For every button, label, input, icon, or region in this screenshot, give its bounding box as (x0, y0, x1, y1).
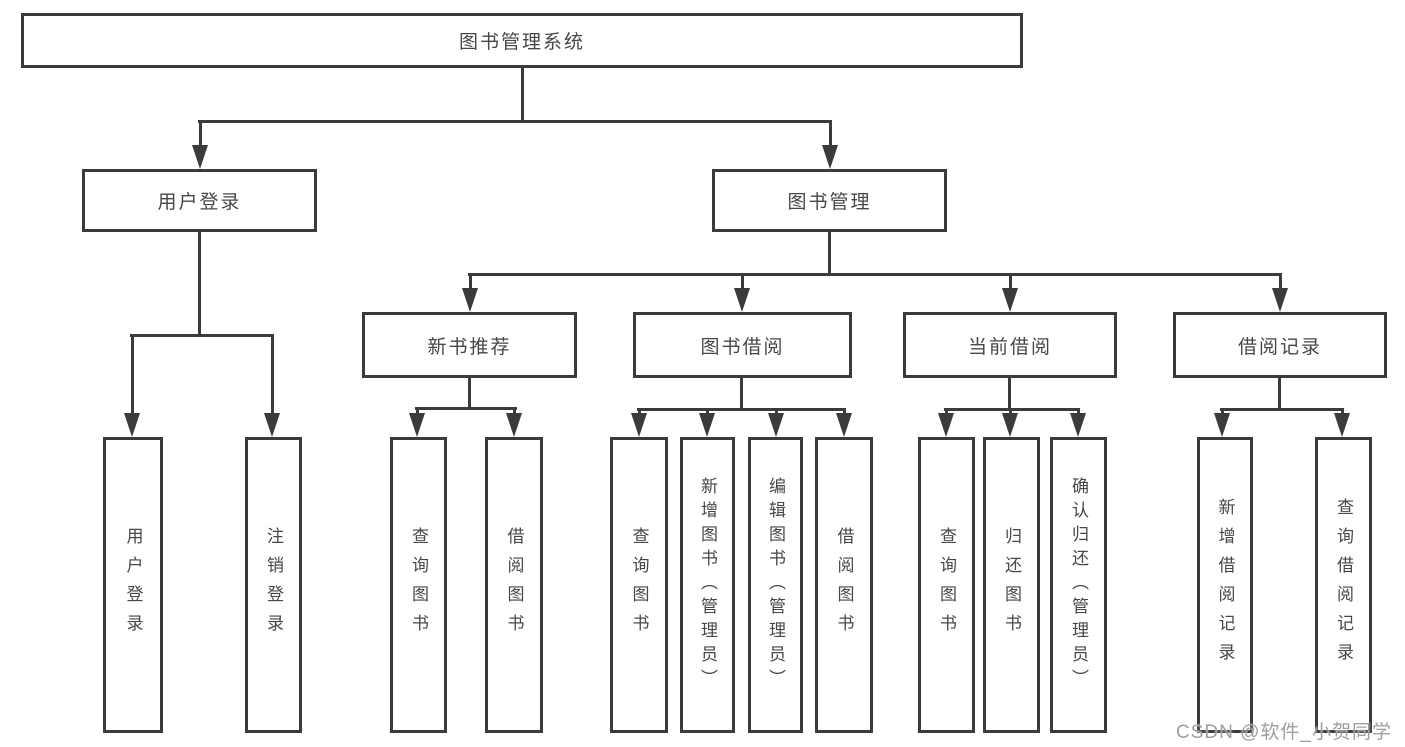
node-leaf-borrow-books-1-label: 借阅图书 (504, 527, 524, 643)
arrow-to-leaf-query-books-1 (409, 407, 425, 437)
node-leaf-add-book-admin: 新增图书（管理员） (680, 437, 735, 733)
node-leaf-return-book: 归还图书 (983, 437, 1040, 733)
connector-new-book-rec-stub (468, 376, 471, 410)
connector-user-login-bar (130, 334, 274, 337)
node-leaf-edit-book-admin-label: 编辑图书（管理员） (766, 477, 785, 693)
node-leaf-user-login-label: 用户登录 (123, 527, 143, 643)
node-leaf-borrow-books-1: 借阅图书 (485, 437, 543, 733)
arrow-to-leaf-query-record (1334, 408, 1350, 437)
connector-root-stub (521, 66, 524, 123)
arrow-to-leaf-query-books-3 (938, 408, 954, 437)
node-current-borrow: 当前借阅 (903, 312, 1117, 378)
watermark: CSDN @软件_小贺同学 (1176, 722, 1392, 743)
node-leaf-logout-label: 注销登录 (264, 527, 283, 643)
node-leaf-add-borrow-record-label: 新增借阅记录 (1215, 498, 1235, 672)
node-leaf-query-books-1-label: 查询图书 (409, 527, 428, 643)
connector-book-mgmt-stub (828, 230, 831, 276)
node-book-mgmt: 图书管理 (712, 169, 947, 232)
arrow-to-borrow-records (1272, 273, 1288, 312)
node-leaf-query-books-2: 查询图书 (610, 437, 668, 733)
node-leaf-query-books-3-label: 查询图书 (937, 527, 956, 643)
arrow-to-leaf-add-book (699, 408, 715, 437)
node-leaf-borrow-books-2-label: 借阅图书 (834, 527, 854, 643)
node-book-borrow-label: 图书借阅 (700, 336, 785, 358)
connector-book-borrow-stub (740, 376, 743, 411)
arrow-to-leaf-add-record (1214, 408, 1230, 437)
node-book-borrow: 图书借阅 (633, 312, 852, 378)
node-root-label: 图书管理系统 (458, 32, 585, 53)
node-new-book-rec-label: 新书推荐 (427, 336, 512, 358)
connector-level2-bar (198, 120, 832, 123)
node-user-login-label: 用户登录 (157, 192, 242, 213)
node-leaf-borrow-books-2: 借阅图书 (815, 437, 873, 733)
node-borrow-records-label: 借阅记录 (1237, 336, 1322, 358)
connector-user-login-stub (198, 230, 201, 337)
node-leaf-query-borrow-record-label: 查询借阅记录 (1334, 498, 1353, 672)
node-leaf-edit-book-admin: 编辑图书（管理员） (748, 437, 803, 733)
arrow-to-current-borrow (1002, 273, 1018, 312)
arrow-to-book-mgmt (822, 120, 838, 169)
node-leaf-add-borrow-record: 新增借阅记录 (1197, 437, 1253, 733)
node-book-mgmt-label: 图书管理 (787, 192, 872, 213)
node-leaf-query-books-1: 查询图书 (390, 437, 447, 733)
arrow-to-leaf-query-books-2 (631, 408, 647, 437)
arrow-to-book-borrow (734, 273, 750, 312)
connector-borrow-records-stub (1278, 376, 1281, 411)
arrow-to-leaf-logout (264, 334, 280, 437)
arrow-to-leaf-user-login (124, 334, 140, 437)
node-leaf-user-login: 用户登录 (103, 437, 163, 733)
arrow-to-leaf-return-book (1002, 408, 1018, 437)
node-leaf-confirm-return-admin: 确认归还（管理员） (1050, 437, 1107, 733)
connector-current-borrow-stub (1008, 376, 1011, 411)
node-current-borrow-label: 当前借阅 (967, 336, 1052, 358)
connector-new-book-rec-bar (415, 407, 517, 410)
node-leaf-confirm-return-admin-label: 确认归还（管理员） (1069, 477, 1088, 693)
connector-borrow-records-bar (1220, 408, 1344, 411)
connector-level3-bar (468, 273, 1282, 276)
node-root: 图书管理系统 (21, 13, 1023, 68)
arrow-to-leaf-confirm-return (1070, 408, 1086, 437)
arrow-to-leaf-edit-book (768, 408, 784, 437)
arrow-to-leaf-borrow-books-1 (506, 407, 522, 437)
arrow-to-leaf-borrow-books-2 (836, 408, 852, 437)
node-leaf-logout: 注销登录 (245, 437, 302, 733)
connector-book-borrow-bar (637, 408, 846, 411)
node-leaf-query-books-2-label: 查询图书 (629, 527, 649, 643)
node-borrow-records: 借阅记录 (1173, 312, 1387, 378)
arrow-to-new-book-rec (462, 273, 478, 312)
node-leaf-query-books-3: 查询图书 (918, 437, 975, 733)
node-leaf-return-book-label: 归还图书 (1002, 527, 1021, 643)
node-leaf-query-borrow-record: 查询借阅记录 (1315, 437, 1372, 733)
node-new-book-rec: 新书推荐 (362, 312, 577, 378)
arrow-to-user-login (192, 120, 208, 169)
node-user-login: 用户登录 (82, 169, 317, 232)
connector-current-borrow-bar (944, 408, 1080, 411)
node-leaf-add-book-admin-label: 新增图书（管理员） (698, 477, 717, 693)
